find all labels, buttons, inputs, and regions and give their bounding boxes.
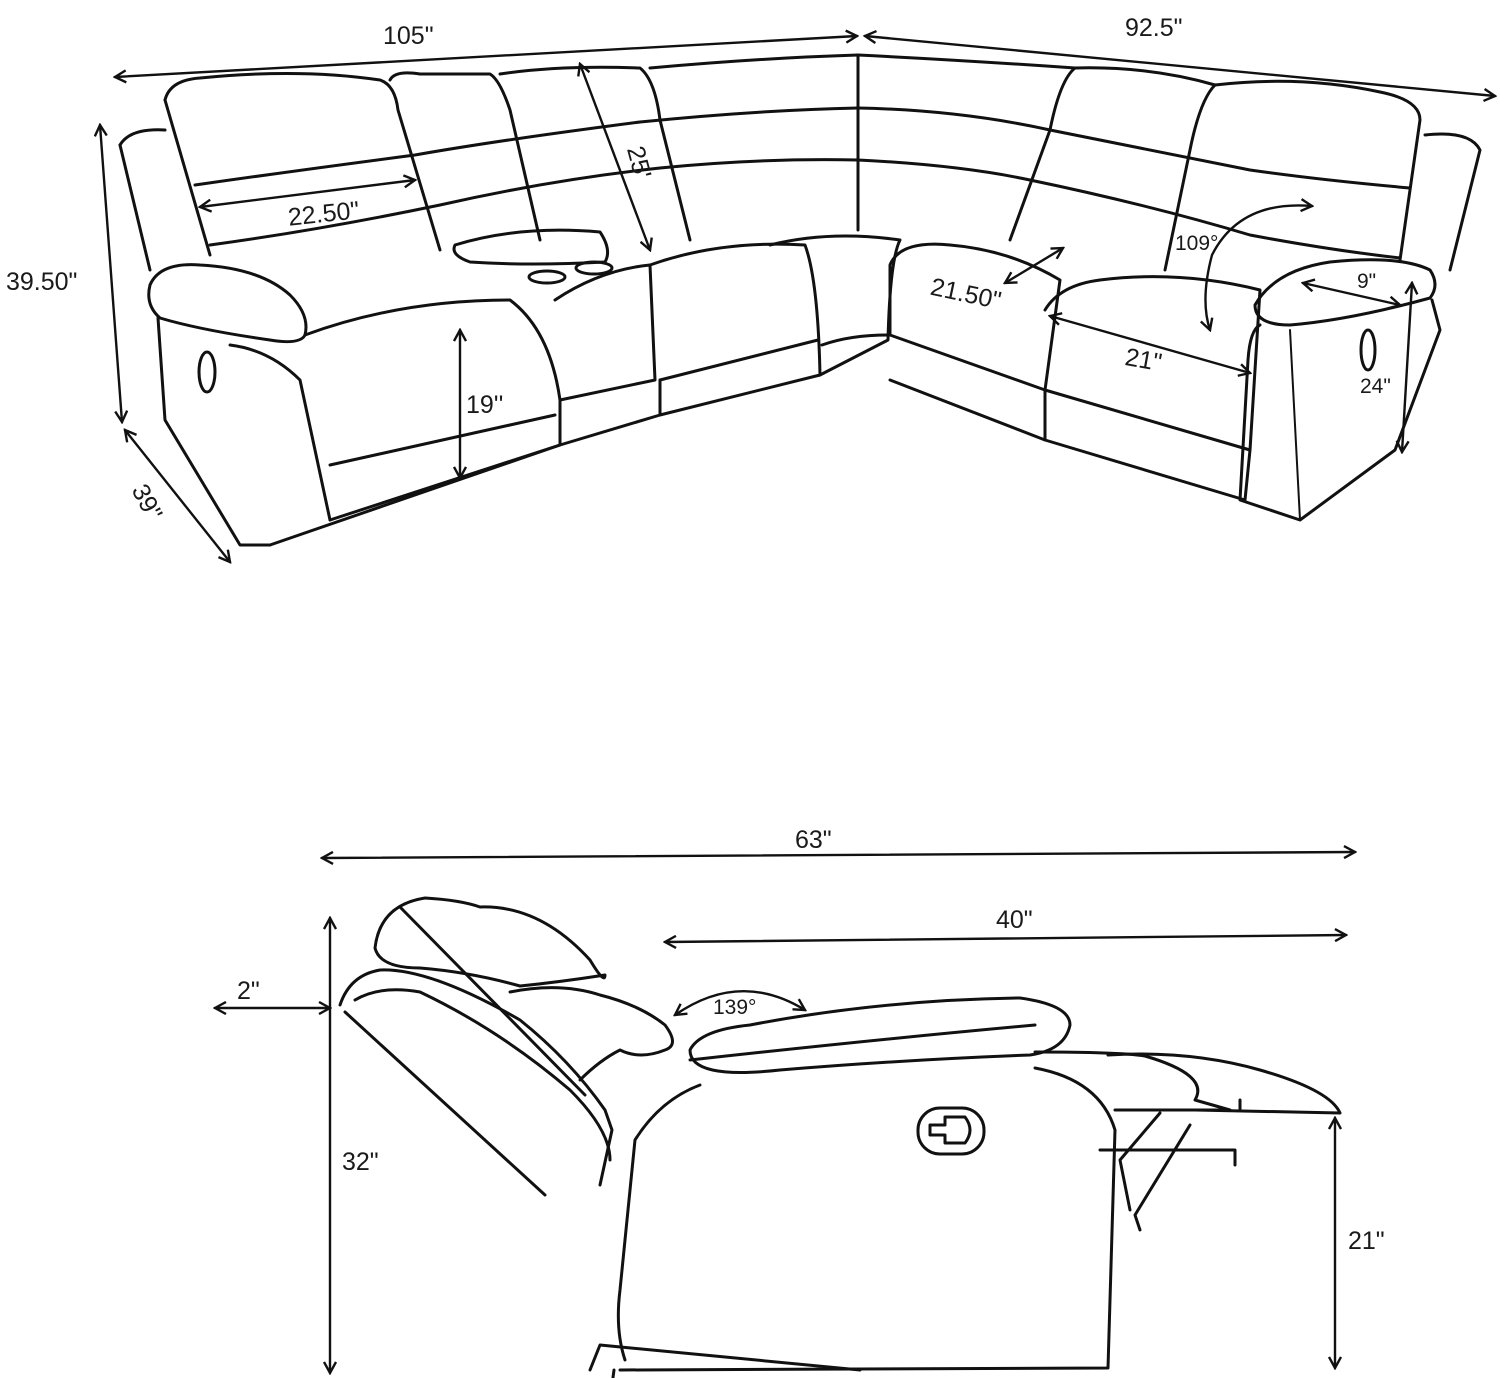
sectional-dimension-lines [100, 36, 1495, 562]
dimension-overall-width-right: 92.5" [1125, 14, 1183, 42]
dimension-overall-height: 39.50" [6, 268, 78, 296]
dimension-seat-width-right: 21" [1122, 343, 1164, 377]
sectional-sofa [118, 53, 1482, 547]
dimension-recline-angle-sectional: 109° [1175, 232, 1219, 255]
dimension-arm-height: 24" [1360, 375, 1391, 398]
recliner-side-view [338, 896, 1342, 1378]
dimension-arm-width: 9" [1357, 270, 1377, 293]
dimension-reclined-length: 63" [795, 826, 832, 854]
dimension-overall-width-left: 105" [383, 22, 434, 50]
dimension-reclined-height: 32" [342, 1148, 379, 1176]
dimension-recline-angle-side: 139° [713, 996, 757, 1019]
dimension-footrest-extension: 40" [996, 906, 1033, 934]
recliner-dimension-lines [215, 852, 1355, 1373]
dimension-footrest-height: 21" [1348, 1227, 1385, 1255]
dimension-wall-clearance: 2" [237, 977, 260, 1005]
dimension-seat-height: 19'' [466, 391, 504, 419]
